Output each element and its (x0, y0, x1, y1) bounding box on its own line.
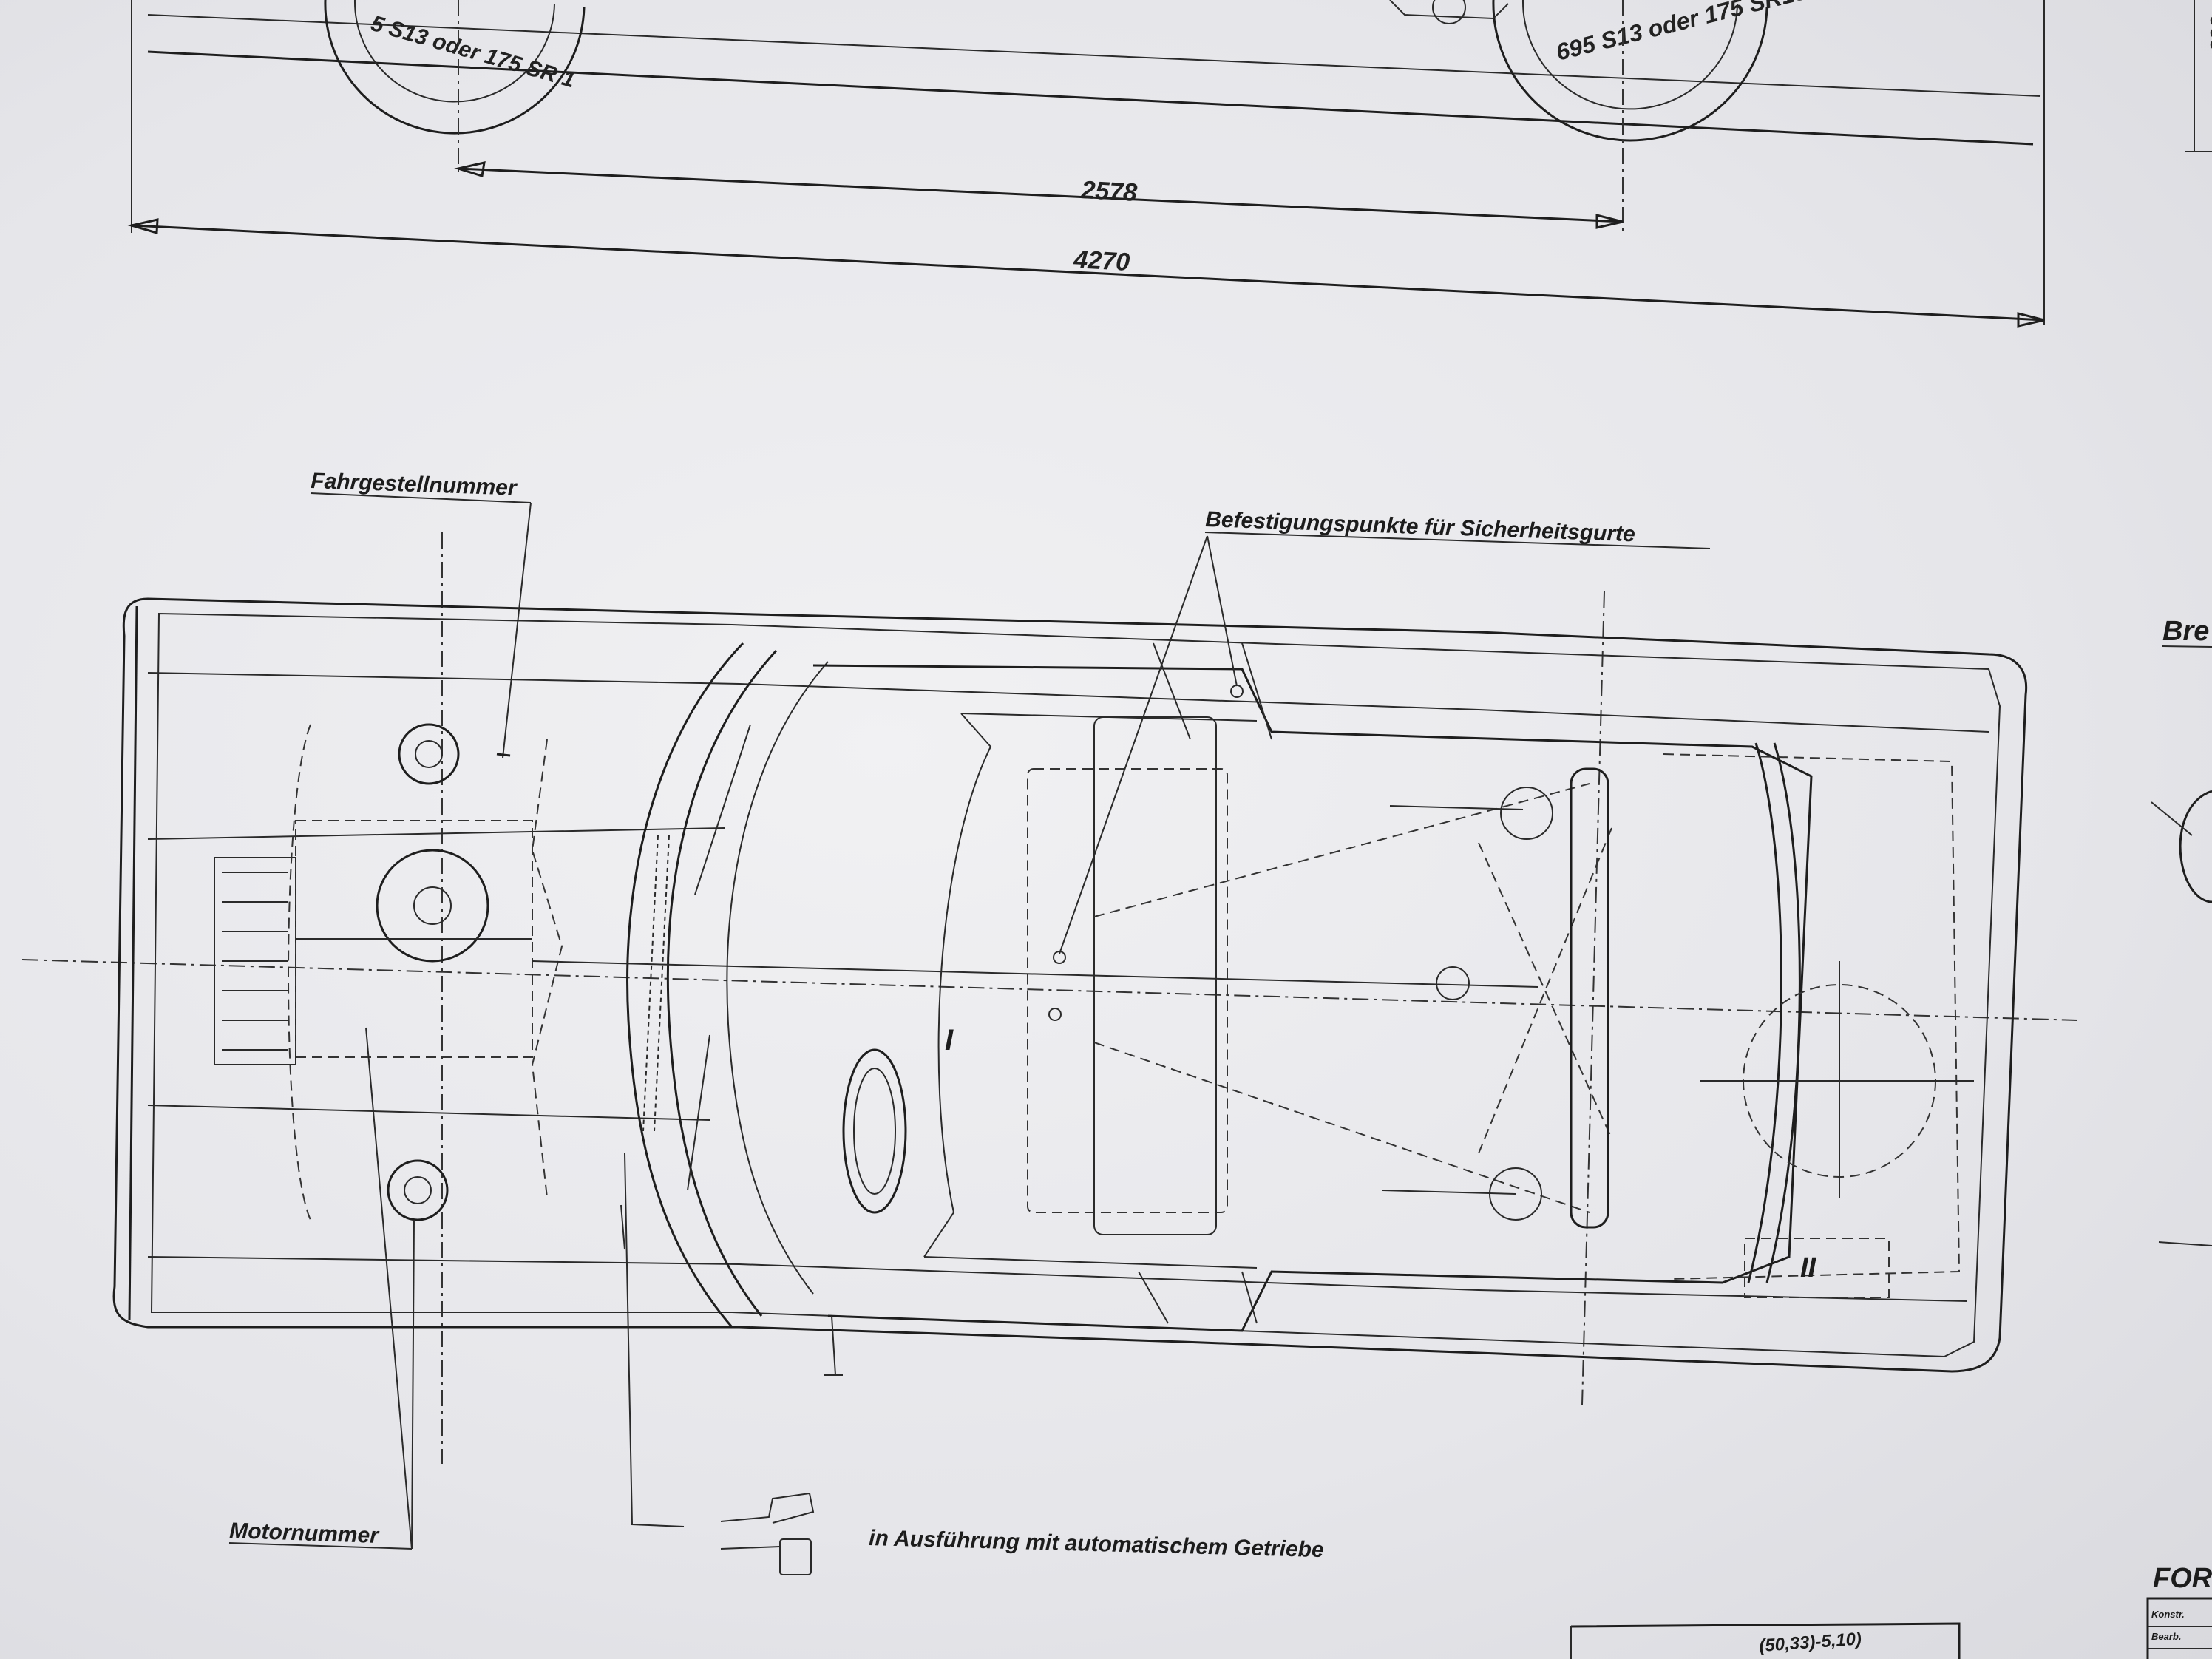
front-seat-outline (1027, 768, 1228, 1213)
wiper-left (694, 724, 751, 895)
height-value: 660 (2205, 15, 2212, 52)
rear-damper-left (1500, 787, 1553, 840)
wheelbase-dimension: 2578 (454, 161, 1624, 229)
edge-circle-fragment (2179, 790, 2212, 903)
seatbelt-anchor-2 (1053, 951, 1066, 964)
seatbelt-anchor-1 (1230, 685, 1244, 698)
tire-label-rear: 695 S13 oder 175 SR13 (1553, 0, 1810, 66)
cabin (812, 642, 1813, 1332)
table-row-2: Bearb. (2151, 1631, 2181, 1642)
plan-view: I II (21, 532, 2078, 1464)
side-view: 5 S13 oder 175 SR 1 695 S13 oder 175 SR1… (127, 0, 2212, 328)
rear-axle-housing (1570, 767, 1609, 1229)
engine-bay (214, 723, 563, 1221)
car-centerline (21, 959, 2078, 1021)
right-edge-fragments: Bre FOR (2151, 616, 2212, 1594)
body-inner-outline (150, 612, 2001, 1358)
table-row-1: Konstr. (2151, 1609, 2185, 1620)
propshaft (532, 960, 1538, 988)
wiper-right (687, 1034, 710, 1191)
label-chassis-number: Fahrgestellnummer (311, 469, 519, 501)
trunk (1663, 753, 1974, 1280)
wheelbase-value: 2578 (1080, 176, 1139, 207)
gear-selector-icon (720, 1492, 815, 1575)
label-seatbelt-points: Befestigungspunkte für Sicherheitsgurte (1205, 507, 1636, 546)
overall-length-value: 4270 (1073, 245, 1131, 276)
handwritten-note: (50,33)-5,10) (1759, 1629, 1862, 1656)
front-strut-left (398, 723, 460, 785)
overall-length-dimension: 4270 (127, 218, 2045, 328)
drivetrain (532, 767, 1612, 1229)
steering-wheel (842, 1048, 907, 1214)
differential (1436, 966, 1470, 1000)
annotations: Fahrgestellnummer Befestigungspunkte für… (229, 469, 1711, 1575)
leader-seatbelt-2 (1207, 535, 1238, 687)
roman-numeral-two: II (1800, 1252, 1817, 1283)
rear-axle-line (1581, 591, 1605, 1405)
sill-line (147, 14, 2041, 97)
left-sill (147, 672, 1989, 733)
roman-numeral-one: I (945, 1024, 954, 1056)
cowl-grille (642, 835, 659, 1132)
engine-block (295, 820, 533, 1058)
leader-chassis-number (502, 502, 532, 759)
right-sill (147, 1256, 1967, 1302)
tire-label-front: 5 S13 oder 175 SR 1 (368, 11, 577, 92)
leader-automatic (624, 1153, 685, 1527)
windscreen (626, 642, 829, 1328)
seatbelt-anchor-3 (1048, 1008, 1062, 1021)
body-outline (112, 597, 2028, 1373)
ground-line (147, 50, 2034, 146)
rear-wheel: 695 S13 oder 175 SR13 (1432, 0, 1810, 142)
leader-seatbelt-1 (1059, 535, 1208, 954)
rear-chassis-fragment (1389, 0, 1509, 20)
corner-label-fragment: FOR (2153, 1563, 2212, 1594)
leader-engine-number-2 (411, 1219, 415, 1550)
label-automatic-gearbox: in Ausführung mit automatischem Getriebe (869, 1526, 1324, 1562)
title-block-fragment: Konstr. Bearb. (50,33)-5,10) (1570, 1597, 2212, 1659)
front-strut-right (387, 1159, 449, 1221)
air-filter (376, 849, 489, 963)
edge-label-fragment: Bre (2162, 616, 2209, 647)
door-handle (824, 1315, 843, 1376)
leader-engine-number-1 (365, 1027, 413, 1550)
rear-window (1747, 742, 1782, 1283)
front-bumper (128, 605, 138, 1320)
